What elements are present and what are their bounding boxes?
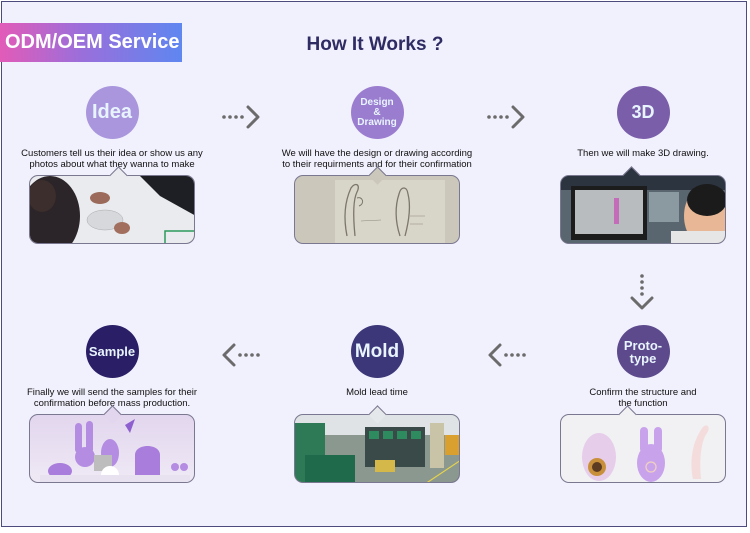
step-prototype: Proto- type Confirm the structure and th… xyxy=(543,325,743,483)
step-sample: Sample Finally we will send the samples … xyxy=(12,325,212,483)
3d-photo xyxy=(560,175,726,244)
3d-label: 3D xyxy=(631,102,655,122)
idea-photo xyxy=(29,175,195,244)
arrow-right-icon xyxy=(485,104,529,130)
step-mold: Mold Mold lead time xyxy=(277,325,477,483)
prototype-label-line2: type xyxy=(629,350,657,366)
idea-description: Customers tell us their idea or show us … xyxy=(21,148,203,170)
idea-label: Idea xyxy=(91,101,133,123)
design-label-line1: Design xyxy=(360,96,394,108)
step-3d: 3D Then we will make 3D drawing. xyxy=(543,86,743,244)
3d-description: Then we will make 3D drawing. xyxy=(577,148,709,159)
design-circle: Design & Drawing xyxy=(350,86,404,139)
sample-photo xyxy=(29,414,195,483)
mold-label: Mold xyxy=(354,340,400,362)
mold-description: Mold lead time xyxy=(346,387,408,398)
sample-description: Finally we will send the samples for the… xyxy=(26,387,197,409)
idea-circle: Idea xyxy=(85,86,139,139)
prototype-description: Confirm the structure and the function xyxy=(589,387,697,409)
sample-circle: Sample xyxy=(85,325,139,378)
page-title: How It Works ? xyxy=(306,34,444,55)
sample-label: Sample xyxy=(88,344,136,359)
design-label-line2: & xyxy=(373,106,381,118)
arrow-right-icon xyxy=(220,104,264,130)
arrow-left-icon xyxy=(486,342,530,368)
service-badge: ODM/OEM Service xyxy=(0,23,182,62)
arrow-down-icon xyxy=(628,272,656,312)
prototype-label-line1: Proto- xyxy=(623,337,663,353)
mold-circle: Mold xyxy=(350,325,404,378)
design-description: We will have the design or drawing accor… xyxy=(281,148,473,170)
arrow-left-icon xyxy=(220,342,264,368)
mold-photo xyxy=(294,414,460,483)
step-design: Design & Drawing We will have the design… xyxy=(277,86,477,244)
prototype-photo xyxy=(560,414,726,483)
design-photo xyxy=(294,175,460,244)
3d-circle: 3D xyxy=(616,86,670,139)
prototype-circle: Proto- type xyxy=(616,325,670,378)
design-label-line3: Drawing xyxy=(357,116,397,128)
step-idea: Idea Customers tell us their idea or sho… xyxy=(12,86,212,244)
